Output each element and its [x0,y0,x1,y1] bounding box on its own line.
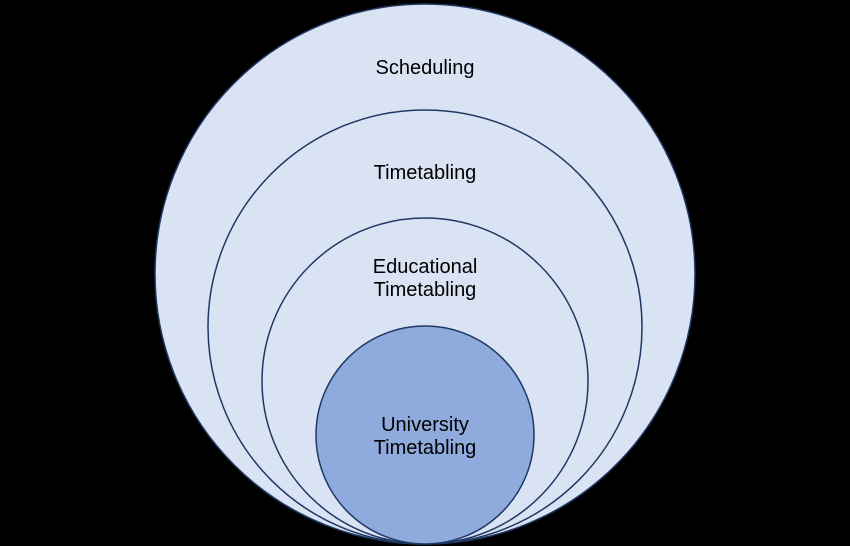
circle-university-timetabling [315,325,535,545]
label-university-timetabling: University Timetabling [305,414,545,460]
label-educational-timetabling: Educational Timetabling [305,256,545,302]
label-line: Timetabling [373,437,477,459]
label-line: Educational [372,256,478,278]
label-line: Timetabling [373,279,477,301]
label-line: University [381,414,469,436]
label-timetabling: Timetabling [373,162,477,184]
label-scheduling: Scheduling [375,57,475,79]
